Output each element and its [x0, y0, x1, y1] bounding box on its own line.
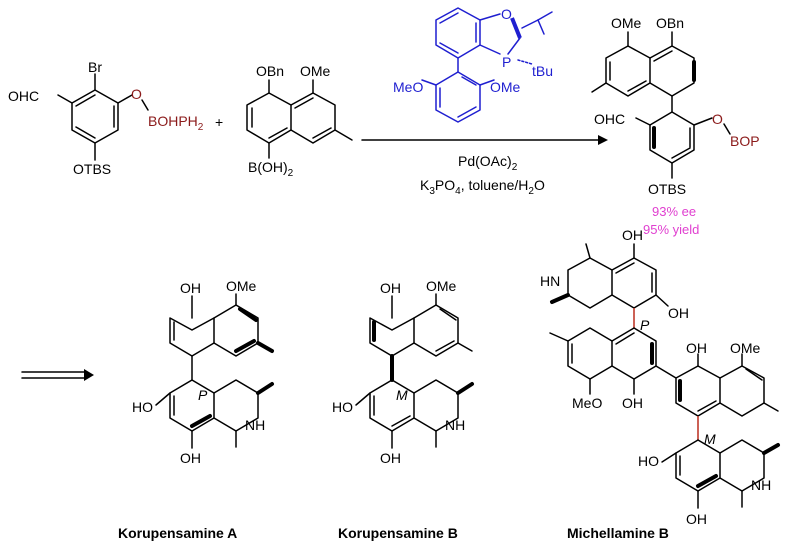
- bromo-label: Br: [88, 59, 102, 75]
- plus-sign: +: [215, 114, 223, 130]
- ligand-oxygen-label: O: [501, 6, 512, 22]
- boronic-acid-label: B(OH)2: [248, 159, 294, 179]
- korb-hydroxy-top-label: OH: [380, 280, 401, 296]
- kora-nh-label: NH: [245, 417, 265, 433]
- enantiomeric-excess-label: 93% ee: [652, 204, 696, 219]
- korb-nh-label: NH: [445, 417, 465, 433]
- phosphorus-label: P: [502, 54, 511, 70]
- borane-label: BOHPH2: [148, 113, 204, 133]
- tert-butyl-label: tBu: [532, 63, 553, 79]
- coupling-product-structure: OMe OBn OHC O BOP OTBS 93% ee 95% yield: [591, 15, 760, 237]
- mich-hydroxy-ho-label: HO: [638, 453, 659, 469]
- chiral-phosphine-ligand: O P tBu MeO OMe: [393, 6, 553, 123]
- formyl-label: OHC: [8, 88, 39, 104]
- product-silyl-label: OTBS: [648, 181, 686, 197]
- mich-axial-chirality-bottom: M: [704, 431, 716, 447]
- mich-hydroxy-1-label: OH: [622, 227, 643, 243]
- naphthyl-boronic-acid-structure: OBn OMe B(OH)2: [246, 63, 353, 179]
- mich-nh-label: NH: [751, 477, 771, 493]
- aryl-bromide-structure: Br OHC O BOHPH2 OTBS: [8, 59, 204, 177]
- base-solvent-label: K3PO4, toluene/H2O: [420, 177, 545, 197]
- mich-methoxy-right-label: OMe: [730, 340, 761, 356]
- mich-hydroxy-5-label: OH: [686, 511, 707, 527]
- ether-oxygen-label: O: [131, 86, 142, 102]
- catalyst-label: Pd(OAc)2: [458, 153, 518, 173]
- silyl-ether-label: OTBS: [73, 161, 111, 177]
- mich-methoxy-left-label: MeO: [572, 395, 602, 411]
- ligand-right-methoxy-label: OMe: [490, 79, 521, 95]
- korb-axial-chirality-label: M: [396, 387, 408, 403]
- korupensamine-b-name: Korupensamine B: [338, 525, 458, 541]
- methoxy-label: OMe: [300, 63, 331, 79]
- product-benzyloxy-label: OBn: [656, 15, 684, 31]
- korb-methoxy-label: OMe: [426, 278, 457, 294]
- michellamine-b-structure: OH HN OH P MeO OH OH OMe M: [540, 227, 780, 541]
- korupensamine-a-name: Korupensamine A: [118, 525, 237, 541]
- reaction-arrow: [361, 135, 608, 145]
- mich-hydroxy-2-label: OH: [668, 305, 689, 321]
- korb-hydroxy-left-label: HO: [332, 399, 353, 415]
- kora-axial-chirality-label: P: [198, 387, 208, 403]
- yield-label: 95% yield: [643, 222, 699, 237]
- product-formyl-label: OHC: [594, 111, 625, 127]
- korb-hydroxy-bottom-label: OH: [380, 450, 401, 466]
- michellamine-b-name: Michellamine B: [567, 525, 669, 541]
- benzyloxy-label: OBn: [256, 63, 284, 79]
- mich-axial-chirality-top: P: [640, 317, 650, 333]
- kora-hydroxy-top-label: OH: [180, 280, 201, 296]
- ligand-left-methoxy-label: MeO: [393, 79, 423, 95]
- korupensamine-a-structure: OH OMe P HO NH OH Korupensamine A: [118, 278, 274, 541]
- korupensamine-b-structure: OH OMe M HO NH OH Korupensamine B: [332, 278, 474, 541]
- mich-hydroxy-4-label: OH: [622, 395, 643, 411]
- multistep-arrow: [21, 369, 94, 381]
- kora-hydroxy-bottom-label: OH: [180, 450, 201, 466]
- mich-hydroxy-3-label: OH: [686, 340, 707, 356]
- product-bop-label: BOP: [730, 133, 760, 149]
- product-ether-oxygen-label: O: [712, 111, 723, 127]
- mich-hn-label: HN: [540, 273, 560, 289]
- kora-methoxy-label: OMe: [226, 278, 257, 294]
- product-methoxy-label: OMe: [611, 15, 642, 31]
- kora-hydroxy-left-label: HO: [132, 399, 153, 415]
